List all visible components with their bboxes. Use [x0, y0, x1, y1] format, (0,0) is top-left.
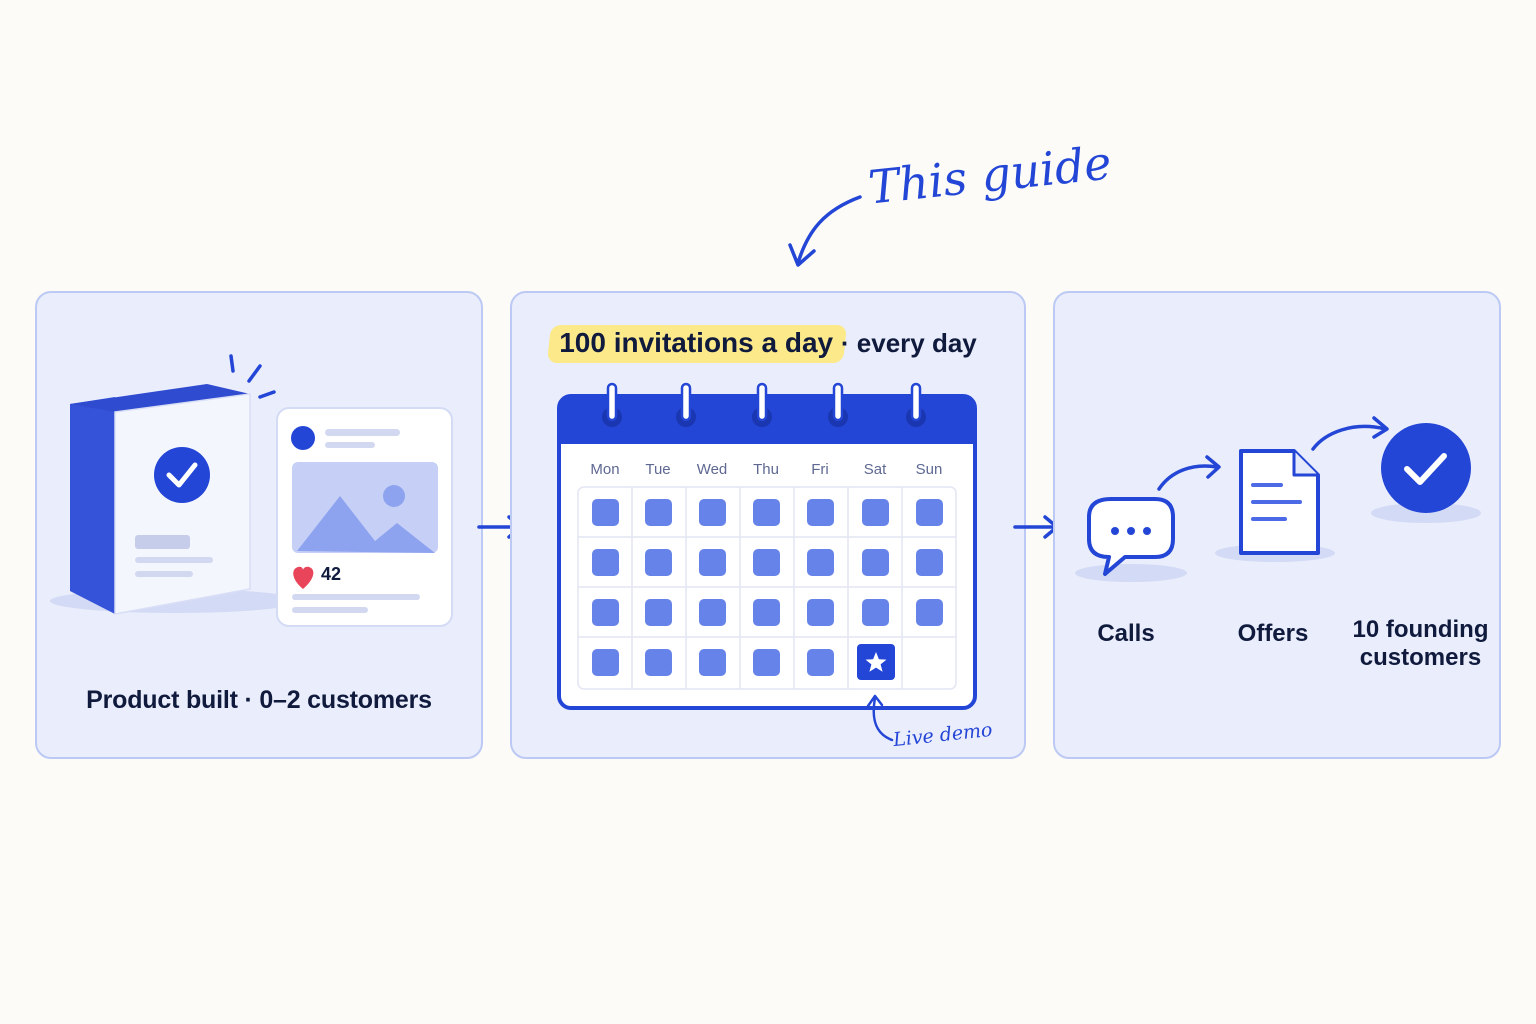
step-2-heading: 100 invitations a day · every day [510, 327, 1026, 359]
stage-customers-label: 10 founding customers [1352, 616, 1489, 671]
step-3-illustration [1075, 416, 1481, 582]
calendar-day [807, 599, 834, 626]
calendar-day [592, 549, 619, 576]
calendar-day [753, 499, 780, 526]
weekday-sun: Sun [915, 461, 943, 478]
calendar-day [645, 549, 672, 576]
calendar-day [645, 499, 672, 526]
calendar-day [699, 599, 726, 626]
calendar-day [592, 599, 619, 626]
weekday-wed: Wed [696, 461, 728, 478]
calendar-day [645, 649, 672, 676]
weekday-sat: Sat [863, 461, 887, 478]
chat-bubble-icon [1087, 497, 1175, 576]
calendar-day [862, 499, 889, 526]
weekday-thu: Thu [753, 461, 779, 478]
calendar-day [807, 649, 834, 676]
sparkle-icon [229, 354, 276, 399]
calendar-day [699, 549, 726, 576]
calendar-day [753, 649, 780, 676]
heading-highlight-text: 100 invitations a day [559, 327, 834, 358]
stage-calls-label: Calls [1097, 620, 1155, 647]
curved-arrow-icon [1157, 455, 1221, 491]
checkmark-circle-icon [1381, 423, 1471, 513]
calendar-day [753, 599, 780, 626]
calendar-day [807, 549, 834, 576]
calendar-day [862, 599, 889, 626]
calendar-day [916, 599, 943, 626]
calendar-day [807, 499, 834, 526]
calendar-day-live-demo [857, 644, 895, 680]
document-icon [1239, 449, 1320, 555]
step-1-caption: Product built · 0–2 customers [86, 686, 432, 714]
annotation-this-guide: This guide [865, 135, 1114, 215]
post-like-count: 42 [321, 564, 342, 584]
calendar-day [753, 549, 780, 576]
calendar-day [699, 499, 726, 526]
calendar-day [862, 549, 889, 576]
calendar-day [916, 549, 943, 576]
calendar-day [916, 499, 943, 526]
calendar-grid [577, 486, 957, 690]
curved-arrow-icon [1311, 416, 1389, 451]
product-box-icon [70, 384, 251, 615]
heading-rest-text: · every day [840, 328, 977, 358]
star-icon [865, 652, 887, 672]
calendar-day [592, 499, 619, 526]
social-post-card [276, 407, 453, 627]
live-demo-arrow [866, 694, 894, 742]
weekday-fri: Fri [811, 461, 829, 478]
calendar-day [699, 649, 726, 676]
weekday-mon: Mon [590, 461, 620, 478]
weekday-tue: Tue [645, 461, 671, 478]
calendar-rings [602, 382, 926, 427]
annotation-arrow [788, 195, 862, 267]
step-1-illustration [50, 354, 453, 627]
calendar-day [645, 599, 672, 626]
stage-offers-label: Offers [1237, 620, 1309, 647]
calendar-day [592, 649, 619, 676]
